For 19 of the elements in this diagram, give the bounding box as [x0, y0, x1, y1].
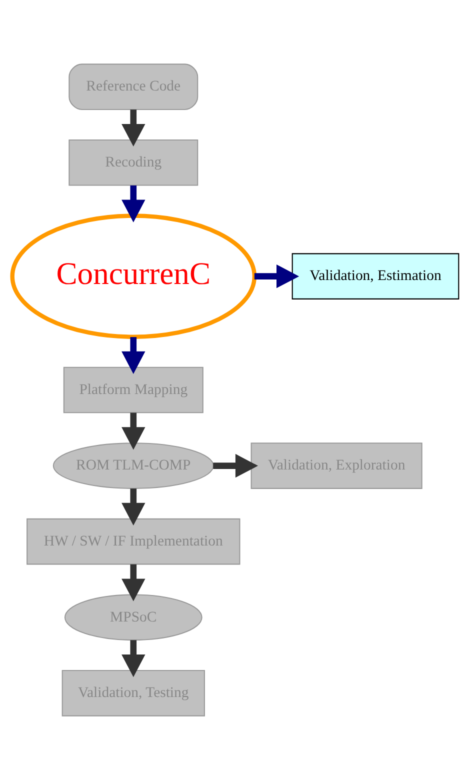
arrow — [122, 564, 146, 602]
arrow — [122, 640, 146, 678]
arrow — [122, 337, 146, 374]
node-box: Validation, Estimation — [292, 253, 460, 300]
node-box: HW / SW / IF Implementation — [26, 518, 240, 565]
arrow — [122, 412, 146, 450]
node-box: Reference Code — [68, 64, 198, 110]
node-box: Validation, Testing — [62, 670, 205, 716]
node-box: Platform Mapping — [63, 366, 204, 414]
arrow — [213, 454, 258, 478]
node-box: Recoding — [68, 139, 198, 186]
node-ellipse: ROM TLM-COMP — [52, 442, 214, 489]
arrow — [122, 488, 146, 526]
arrow — [122, 185, 146, 222]
node-ellipse: MPSoC — [64, 594, 202, 641]
node-box: Validation, Exploration — [250, 442, 422, 489]
node-ellipse: ConcurrenC — [10, 214, 257, 339]
arrow — [122, 110, 146, 147]
arrow — [254, 264, 300, 288]
